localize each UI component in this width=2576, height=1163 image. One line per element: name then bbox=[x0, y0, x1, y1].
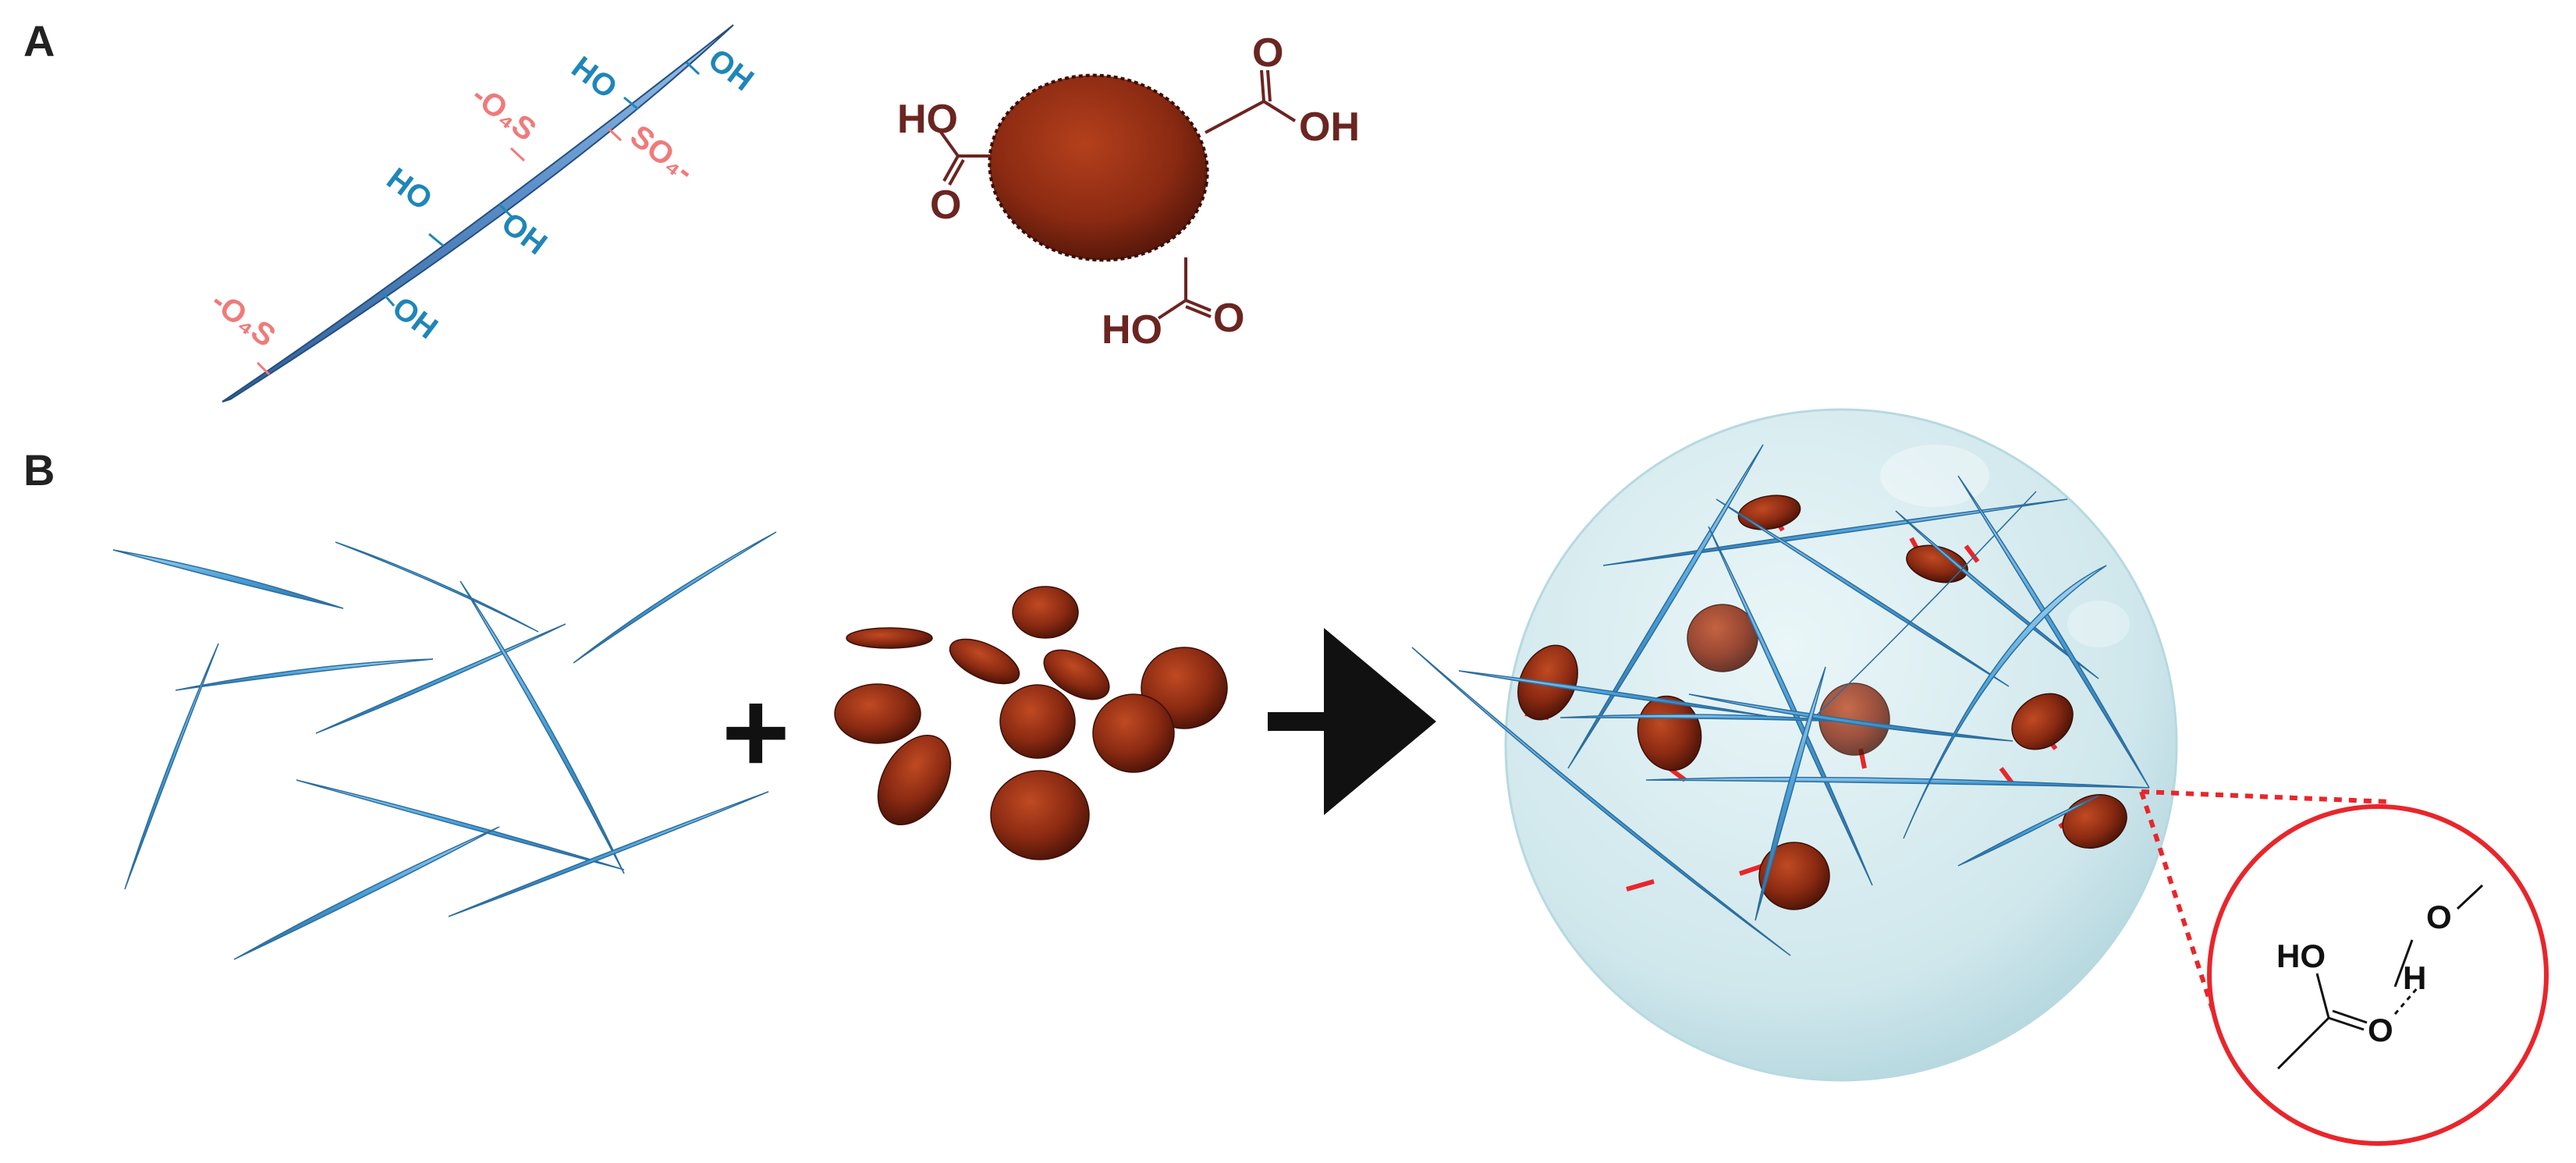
carboxyl-right-o: O bbox=[1252, 30, 1283, 76]
zoom-label-ho: HO bbox=[2276, 938, 2326, 974]
embedded-particles bbox=[1517, 495, 2127, 910]
zoom-hydrogen-bond-structure bbox=[2276, 884, 2484, 1070]
rod-group-hydroxyl-5: OH bbox=[386, 290, 444, 346]
panel-a-label: A bbox=[23, 16, 55, 66]
rod-group-hydroxyl-1: HO bbox=[566, 50, 623, 105]
carboxyl-bottom-oh: HO bbox=[1102, 307, 1162, 353]
particle-cluster bbox=[834, 586, 1228, 860]
embedded-needles bbox=[1411, 444, 2150, 956]
rod-group-hydroxyl-3: HO bbox=[381, 161, 438, 217]
carboxyl-left-o: O bbox=[930, 183, 961, 228]
rod-group-sulfate-1: -O₄S bbox=[466, 78, 543, 147]
carbon-disc bbox=[988, 73, 1209, 262]
rod-group-hydroxyl-4: OH bbox=[495, 206, 553, 261]
rod-sulfate-connectors bbox=[256, 127, 623, 376]
zoom-label-hydroxyl-o: O bbox=[2426, 899, 2452, 935]
rod-group-sulfate-2: SO₄- bbox=[624, 119, 701, 188]
zoom-connector-lines bbox=[2139, 789, 2392, 1015]
rod-group-sulfate-3: -O₄S bbox=[205, 284, 282, 353]
carboxyl-right-oh: OH bbox=[1299, 105, 1360, 150]
panel-b-label: B bbox=[23, 445, 55, 495]
rod-connectors bbox=[381, 61, 701, 307]
zoom-circle bbox=[2207, 804, 2549, 1146]
plus-sign: + bbox=[722, 666, 790, 797]
carboxyl-bonds bbox=[939, 69, 1297, 320]
nanocrystal-rod bbox=[222, 24, 734, 402]
zoom-label-h: H bbox=[2403, 959, 2426, 996]
carboxyl-bottom-o: O bbox=[1213, 296, 1244, 341]
carboxyl-left-oh: HO bbox=[897, 97, 958, 142]
needle-bundle bbox=[112, 531, 777, 960]
zoom-label-carbonyl-o: O bbox=[2368, 1012, 2393, 1048]
rod-group-hydroxyl-2: OH bbox=[702, 42, 760, 98]
